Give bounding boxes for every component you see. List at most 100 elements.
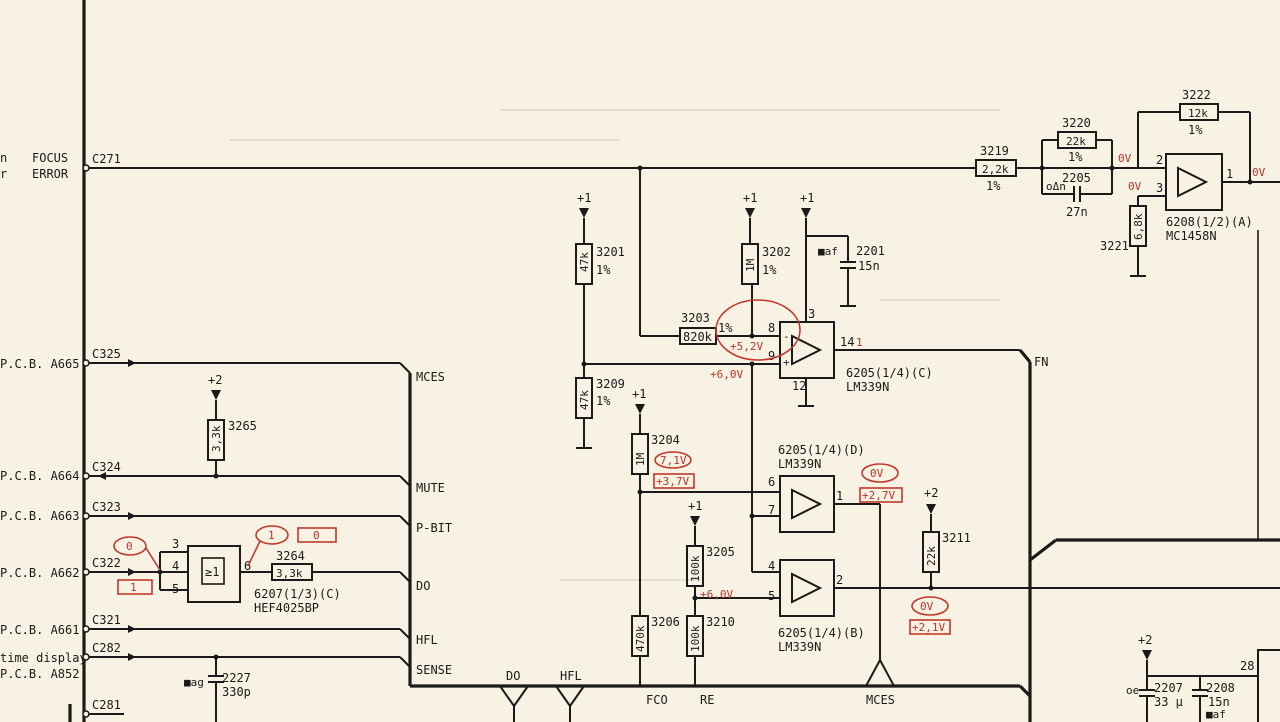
svg-text:3219: 3219 (980, 144, 1009, 158)
connector-c324[interactable]: P.C.B. A664 C324 (0, 460, 411, 487)
connector-c325[interactable]: P.C.B. A665 C325 (0, 347, 411, 374)
svg-text:2: 2 (1156, 153, 1163, 167)
connector-c321[interactable]: P.C.B. A661 C321 (0, 613, 411, 640)
resistor-3220[interactable]: 22k 3220 1% (1057, 116, 1097, 164)
svg-text:DO: DO (506, 669, 520, 683)
svg-text:time display: time display (0, 651, 87, 665)
svg-text:2205: 2205 (1062, 171, 1091, 185)
resistor-3222[interactable]: 12k 3222 1% (1137, 88, 1251, 180)
svg-text:6205(1/4)(C): 6205(1/4)(C) (846, 366, 933, 380)
svg-text:3204: 3204 (651, 433, 680, 447)
svg-text:1M: 1M (634, 452, 647, 466)
resistor-3211[interactable]: +2 22k 3211 (922, 486, 971, 591)
svg-text:0V: 0V (870, 467, 884, 480)
svg-text:3221: 3221 (1100, 239, 1129, 253)
svg-text:MUTE: MUTE (416, 481, 445, 495)
svg-text:2207: 2207 (1154, 681, 1183, 695)
svg-text:P.C.B. A662: P.C.B. A662 (0, 566, 79, 580)
svg-text:oe: oe (1126, 684, 1139, 697)
resistor-3265[interactable]: +2 3,3k 3265 (207, 373, 257, 476)
svg-text:3: 3 (1156, 181, 1163, 195)
capacitor-2227[interactable]: 2227 330p ■ag (184, 654, 251, 722)
svg-text:1%: 1% (1068, 150, 1083, 164)
svg-text:3201: 3201 (596, 245, 625, 259)
svg-text:3220: 3220 (1062, 116, 1091, 130)
svg-text:FOCUS: FOCUS (32, 151, 68, 165)
svg-text:6,8k: 6,8k (1132, 213, 1145, 240)
capacitor-2207[interactable]: +2 2207 33 μ oe (1126, 633, 1200, 722)
connector-c281[interactable]: C281 (68, 698, 124, 722)
svg-text:28: 28 (1240, 659, 1254, 673)
svg-text:3,3k: 3,3k (210, 425, 223, 452)
svg-text:3264: 3264 (276, 549, 305, 563)
svg-text:n: n (0, 151, 7, 165)
ic-6205d-comparator[interactable]: 6 7 1 6205(1/4)(D) LM339N (768, 443, 865, 533)
ic-6205c-comparator[interactable]: 8 9 3 14 12 - + 6205(1/4)(C) LM339N 1 (768, 307, 933, 407)
svg-text:1: 1 (1226, 167, 1233, 181)
svg-text:47k: 47k (578, 390, 591, 410)
svg-text:1M: 1M (744, 258, 757, 272)
svg-text:+5,2V: +5,2V (730, 340, 763, 353)
svg-text:7: 7 (768, 503, 775, 517)
focus-error-connector[interactable]: n r FOCUS ERROR C271 (0, 151, 121, 181)
svg-text:4: 4 (768, 559, 775, 573)
svg-text:1%: 1% (596, 263, 611, 277)
resistor-3221[interactable]: 6,8k 3221 (1100, 196, 1147, 277)
svg-text:3: 3 (808, 307, 815, 321)
svg-text:+2,7V: +2,7V (862, 489, 895, 502)
svg-text:+1: +1 (577, 191, 591, 205)
svg-text:+2: +2 (208, 373, 222, 387)
supply-pin3: +1 (800, 191, 848, 322)
svg-text:+3,7V: +3,7V (656, 475, 689, 488)
resistor-3219[interactable]: 2,2k 3219 1% (975, 144, 1017, 193)
svg-text:3: 3 (172, 537, 179, 551)
svg-text:1%: 1% (1188, 123, 1203, 137)
svg-text:■af: ■af (1206, 708, 1226, 721)
svg-text:12: 12 (792, 379, 806, 393)
svg-text:-: - (783, 330, 790, 343)
svg-text:0V: 0V (1128, 180, 1142, 193)
svg-text:+1: +1 (688, 499, 702, 513)
ic-6207-nor-gate[interactable]: ≥1 3 4 5 6 6207(1/3)(C) HEF4025BP (159, 537, 341, 615)
resistor-3206[interactable]: 470k 3206 (631, 615, 680, 686)
svg-text:3265: 3265 (228, 419, 257, 433)
resistor-3202[interactable]: +1 1M 3202 1% (741, 191, 791, 336)
connector-c282[interactable]: time display P.C.B. A852 C282 (0, 641, 411, 681)
svg-text:0: 0 (313, 529, 320, 542)
connector-c323[interactable]: P.C.B. A663 C323 (0, 500, 411, 527)
svg-text:33 μ: 33 μ (1154, 695, 1183, 709)
svg-text:15n: 15n (1208, 695, 1230, 709)
connector-c322[interactable]: P.C.B. A662 C322 (0, 556, 188, 580)
resistor-3209[interactable]: 47k 3209 1% (575, 377, 625, 449)
bus-tap-hfl: HFL (555, 669, 585, 722)
capacitor-2208[interactable]: 2208 15n ■af (1192, 676, 1235, 722)
svg-text:3205: 3205 (706, 545, 735, 559)
svg-text:C325: C325 (92, 347, 121, 361)
svg-text:1: 1 (130, 581, 137, 594)
resistor-3203[interactable]: 820k 3203 1% (679, 311, 733, 345)
resistor-3205[interactable]: +1 100k 3205 (686, 499, 735, 587)
svg-text:■ag: ■ag (184, 676, 204, 689)
capacitor-2201[interactable]: 2201 15n ■af (818, 236, 885, 307)
svg-text:47k: 47k (578, 252, 591, 272)
svg-text:3222: 3222 (1182, 88, 1211, 102)
resistor-3201[interactable]: +1 47k 3201 1% (575, 191, 625, 285)
svg-text:P.C.B. A663: P.C.B. A663 (0, 509, 79, 523)
svg-text:0V: 0V (1118, 152, 1132, 165)
resistor-3264[interactable]: 3,3k 3264 (271, 549, 411, 583)
svg-text:LM339N: LM339N (846, 380, 889, 394)
svg-text:MC1458N: MC1458N (1166, 229, 1217, 243)
svg-text:6205(1/4)(D): 6205(1/4)(D) (778, 443, 865, 457)
ic-6205b-comparator[interactable]: 4 5 2 6205(1/4)(B) LM339N (768, 559, 865, 654)
capacitor-2205[interactable]: 2205 27n oΔn (1042, 171, 1112, 219)
svg-text:7,1V: 7,1V (660, 454, 687, 467)
svg-text:14: 14 (840, 335, 854, 349)
svg-text:3209: 3209 (596, 377, 625, 391)
resistor-3210[interactable]: 100k 3210 (686, 615, 735, 686)
svg-text:3211: 3211 (942, 531, 971, 545)
svg-text:C282: C282 (92, 641, 121, 655)
svg-text:6205(1/4)(B): 6205(1/4)(B) (778, 626, 865, 640)
ic-6208-opamp[interactable]: 2 3 1 6208(1/2)(A) MC1458N (1138, 153, 1280, 243)
ic-28-body (1257, 649, 1280, 722)
